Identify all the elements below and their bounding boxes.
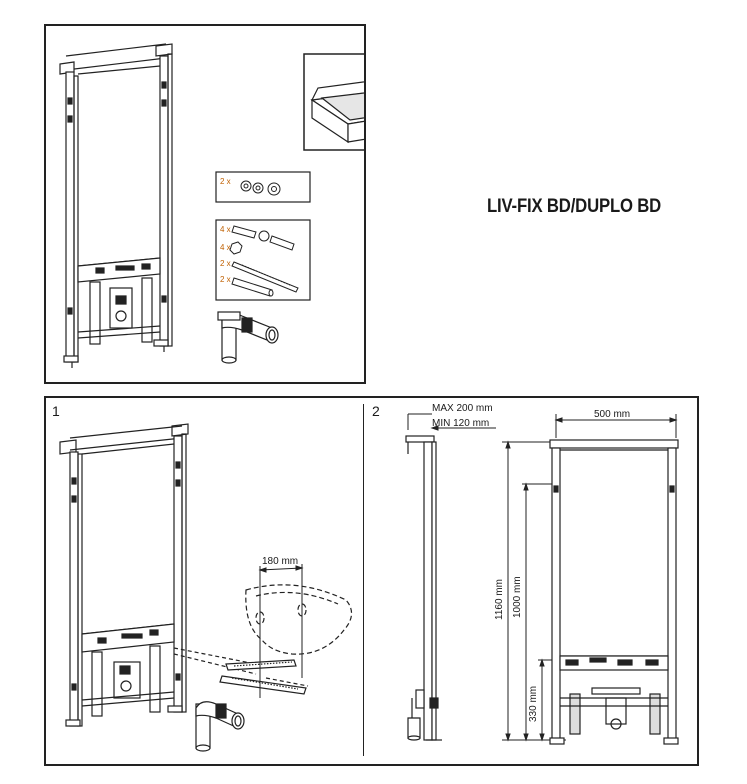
nut-icon [229, 241, 243, 255]
page-top-edge [0, 0, 747, 2]
step-2-front-view [549, 439, 679, 745]
bolt-with-washer-icon [231, 225, 295, 251]
step-2-depth-min-label: MIN 120 mm [432, 418, 489, 429]
step-1-rods [173, 647, 309, 695]
steps-divider [363, 404, 364, 756]
step-2-depth-dimension [407, 413, 496, 431]
rod-qty-label: 2 x [220, 259, 231, 268]
threaded-rod-icon [231, 261, 299, 293]
bolt-qty-label: 4 x [220, 225, 231, 234]
product-title: LIV-FIX BD/DUPLO BD [487, 196, 662, 217]
washer-set-box: 2 x [215, 171, 311, 203]
step-1-drain-elbow-icon [195, 701, 245, 752]
washer-icon [240, 180, 281, 196]
sleeve-qty-label: 2 x [220, 275, 231, 284]
washer-qty-label: 2 x [220, 177, 231, 186]
step-1-dimension-180 [258, 564, 304, 698]
step-2-number: 2 [372, 403, 380, 419]
installation-steps-panel: 1 [44, 396, 699, 766]
step-2-width-dimension [554, 414, 678, 438]
step-1-width-label: 180 mm [262, 556, 298, 567]
package-contents-illustration: 2 x 4 x 4 x 2 x [59, 43, 421, 368]
packaging-box-group [303, 53, 421, 151]
installation-steps-illustration: 1 [52, 403, 679, 752]
step-2-width-label: 500 mm [594, 409, 630, 420]
step-2-side-view [405, 435, 442, 741]
nut-qty-label: 4 x [220, 243, 231, 252]
step-2-height-1000-label: 1000 mm [512, 576, 523, 618]
drain-elbow-icon [217, 311, 279, 364]
step-2-depth-max-label: MAX 200 mm [432, 403, 493, 414]
sleeve-icon [231, 277, 274, 297]
step-2-height-1160-label: 1160 mm [494, 579, 505, 620]
step-1-bidet-outline [245, 584, 353, 655]
hardware-set-box: 4 x 4 x 2 x 2 x [215, 219, 311, 301]
step-1-number: 1 [52, 403, 60, 419]
step-1-frame-drawing [59, 423, 189, 727]
package-contents-panel: 2 x 4 x 4 x 2 x [44, 24, 421, 384]
step-2-height-330-label: 330 mm [528, 686, 539, 722]
mounting-frame-drawing [59, 43, 173, 368]
